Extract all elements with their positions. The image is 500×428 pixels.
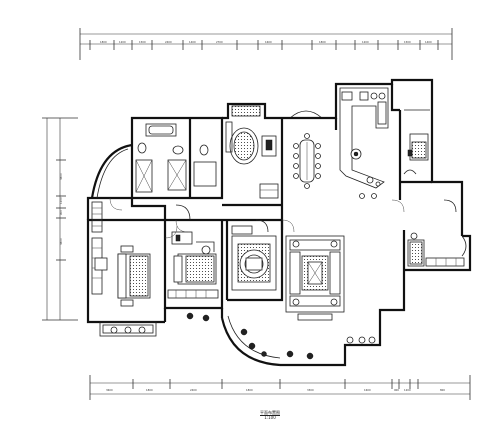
left-dim-label: 1200 xyxy=(59,197,63,204)
top-dim-label: 1400 xyxy=(425,40,432,44)
balcony-curved xyxy=(186,312,314,367)
bathtub xyxy=(145,123,177,137)
top-dimension-chain: 1800 1200 1500 2400 1400 2700 1600 1800 … xyxy=(79,28,453,60)
bottom-dim-label: 2400 xyxy=(190,388,197,392)
bottom-dim-label: 800 xyxy=(440,388,445,392)
drawing-scale: 1:100 xyxy=(264,415,276,420)
top-dim-label: 1800 xyxy=(100,40,107,44)
bottom-dim-label: 3600 xyxy=(106,388,113,392)
top-dim-label: 2700 xyxy=(216,40,223,44)
kitchen xyxy=(339,87,389,199)
exterior-walls xyxy=(86,78,472,367)
study xyxy=(225,105,279,199)
dining xyxy=(293,133,321,189)
master-bedroom xyxy=(91,201,151,307)
left-dim-label: 900 xyxy=(59,210,63,215)
bottom-dim-label: 3300 xyxy=(307,388,314,392)
left-dim-label: 3600 xyxy=(59,238,63,245)
second-bedroom xyxy=(167,231,219,299)
small-room-right xyxy=(403,109,430,175)
top-dim-label: 1400 xyxy=(189,40,196,44)
bathrooms xyxy=(135,123,217,221)
third-bedroom xyxy=(231,219,277,291)
left-dimension-chain: 3600 1200 900 3600 xyxy=(42,117,78,321)
entry xyxy=(407,199,467,267)
top-dim-label: 2400 xyxy=(165,40,172,44)
top-dim-label: 1600 xyxy=(265,40,272,44)
bottom-dim-label: 1200 xyxy=(404,388,411,392)
drawing-title: 平面布置图 xyxy=(260,410,280,415)
top-dim-label: 1500 xyxy=(139,40,146,44)
bottom-dimension-chain: 3600 1800 2400 1800 3300 1600 900 1200 8… xyxy=(89,375,471,400)
drawing-title-block: 平面布置图 1:100 xyxy=(240,410,300,420)
doors xyxy=(109,197,405,239)
balcony-left xyxy=(99,321,157,337)
bottom-dim-label: 900 xyxy=(394,388,399,392)
top-dim-label: 1800 xyxy=(319,40,326,44)
bottom-dim-label: 1800 xyxy=(246,388,253,392)
top-dim-label: 1200 xyxy=(119,40,126,44)
bottom-dim-label: 1600 xyxy=(364,388,371,392)
left-dim-label: 3600 xyxy=(59,173,63,180)
living-room xyxy=(285,235,376,344)
top-dim-label: 1500 xyxy=(404,40,411,44)
top-dim-label: 1200 xyxy=(362,40,369,44)
bottom-dim-label: 1800 xyxy=(146,388,153,392)
